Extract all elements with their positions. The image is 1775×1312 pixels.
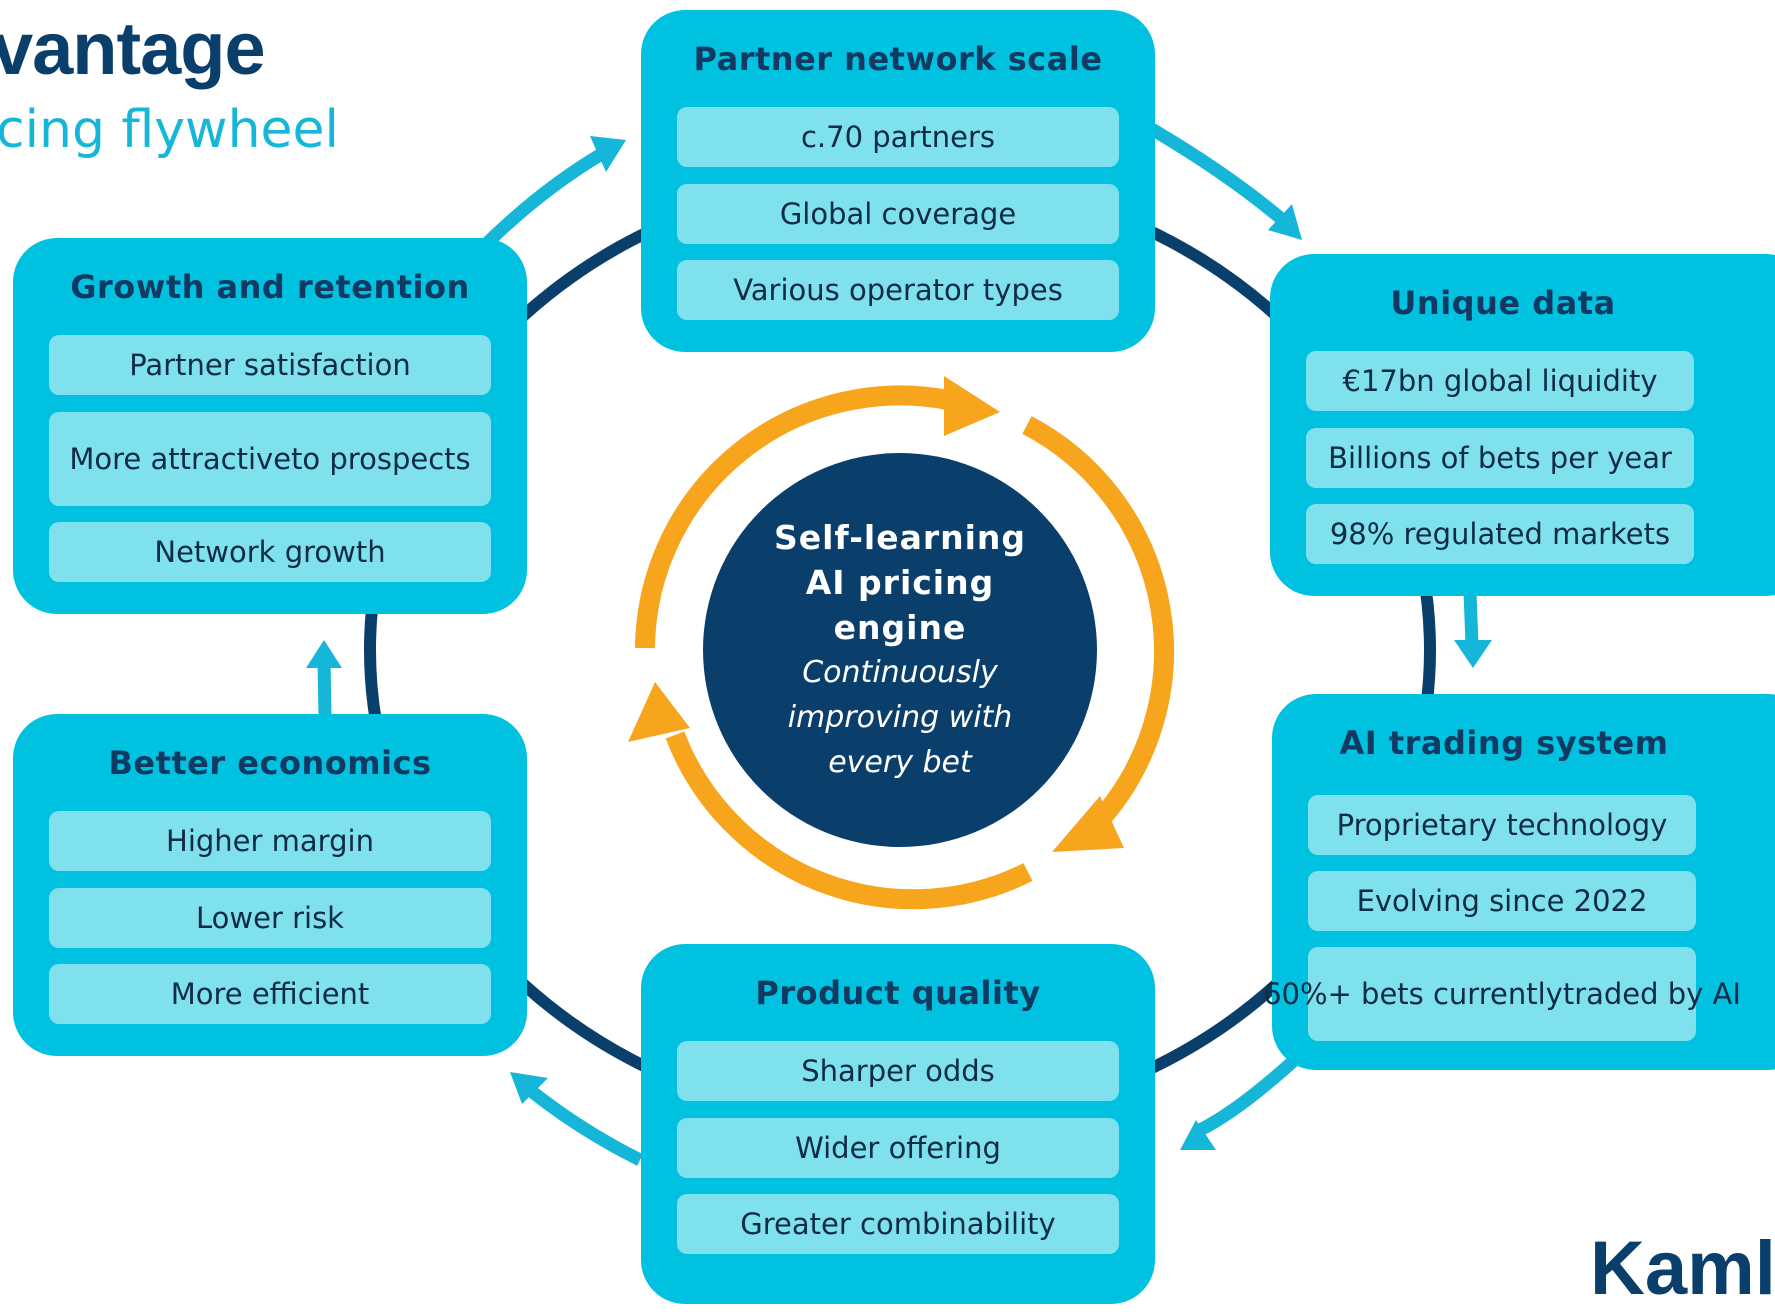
card-title: Partner network scale — [693, 40, 1103, 78]
page-subtitle: cing flywheel — [0, 100, 339, 160]
card-item: Wider offering — [677, 1118, 1119, 1178]
arrow-economics-to-growth — [317, 659, 332, 717]
card-item: Global coverage — [677, 184, 1119, 244]
page-title: vantage — [0, 7, 266, 90]
card-item-multiline: More attractive to prospects — [49, 412, 491, 506]
card-item: Network growth — [49, 522, 491, 582]
card-title: Product quality — [755, 974, 1041, 1012]
arrow-growth-to-partner — [475, 146, 609, 255]
center-subtitle-line: every bet — [828, 745, 972, 780]
card-item: c.70 partners — [677, 107, 1119, 167]
card-unique-data: Unique data €17bn global liquidity Billi… — [1270, 254, 1775, 596]
card-item: Greater combinability — [677, 1194, 1119, 1254]
card-product-quality: Product quality Sharper odds Wider offer… — [641, 944, 1155, 1304]
flow-arrowheads — [306, 136, 1492, 1150]
card-growth-retention: Growth and retention Partner satisfactio… — [13, 238, 527, 614]
arrowhead-partner-to-data — [1268, 204, 1302, 240]
card-item: More efficient — [49, 964, 491, 1024]
center-engine-circle: Self-learning AI pricing engine Continuo… — [703, 453, 1097, 847]
orange-head-right — [1052, 796, 1124, 852]
arrow-data-to-ai — [1463, 591, 1479, 645]
arrow-partner-to-data — [1146, 122, 1290, 227]
card-title: Unique data — [1390, 284, 1616, 322]
card-title: Better economics — [108, 744, 432, 782]
card-partner-network: Partner network scale c.70 partners Glob… — [641, 10, 1155, 352]
center-title-line: Self-learning — [773, 518, 1027, 557]
card-item: Sharper odds — [677, 1041, 1119, 1101]
arrow-product-to-economics — [525, 1084, 643, 1166]
card-item: €17bn global liquidity — [1306, 351, 1694, 411]
card-item-line: to prospects — [291, 442, 471, 476]
card-item: Evolving since 2022 — [1308, 871, 1696, 931]
card-item: Billions of bets per year — [1306, 428, 1694, 488]
card-better-economics: Better economics Higher margin Lower ris… — [13, 714, 527, 1056]
card-item-multiline: 60%+ bets currently traded by AI — [1263, 947, 1741, 1041]
card-item: Proprietary technology — [1308, 795, 1696, 855]
card-item: 98% regulated markets — [1306, 504, 1694, 564]
card-item: Partner satisfaction — [49, 335, 491, 395]
arrow-ai-to-product — [1197, 1050, 1305, 1136]
center-title-line: engine — [833, 608, 967, 647]
flow-arrows — [317, 122, 1479, 1166]
orange-head-top — [944, 376, 1000, 436]
center-subtitle-line: improving with — [787, 700, 1013, 735]
arrowhead-data-to-ai — [1454, 640, 1492, 668]
orange-arc-right — [1022, 416, 1174, 827]
card-item-line: traded by AI — [1562, 977, 1741, 1011]
card-title: AI trading system — [1339, 724, 1669, 762]
card-ai-trading: AI trading system Proprietary technology… — [1263, 694, 1775, 1070]
brand-logo: Kaml — [1590, 1226, 1775, 1311]
arrowhead-product-to-economics — [510, 1072, 548, 1104]
orange-head-left — [628, 682, 690, 742]
card-title: Growth and retention — [70, 268, 470, 306]
arrowhead-economics-to-growth — [306, 640, 342, 668]
orange-arc-top — [635, 385, 950, 649]
center-title-line: AI pricing — [805, 563, 995, 602]
card-item-line: More attractive — [69, 442, 292, 476]
arrowhead-ai-to-product — [1180, 1120, 1216, 1150]
orange-arrowheads — [628, 376, 1124, 852]
card-item: Higher margin — [49, 811, 491, 871]
card-item-line: 60%+ bets currently — [1263, 977, 1563, 1011]
arrowhead-growth-to-partner — [590, 136, 626, 172]
orange-arc-bottom — [665, 731, 1033, 910]
card-item: Lower risk — [49, 888, 491, 948]
card-item: Various operator types — [677, 260, 1119, 320]
orange-cycle — [635, 385, 1174, 910]
center-subtitle-line: Continuously — [802, 655, 998, 690]
